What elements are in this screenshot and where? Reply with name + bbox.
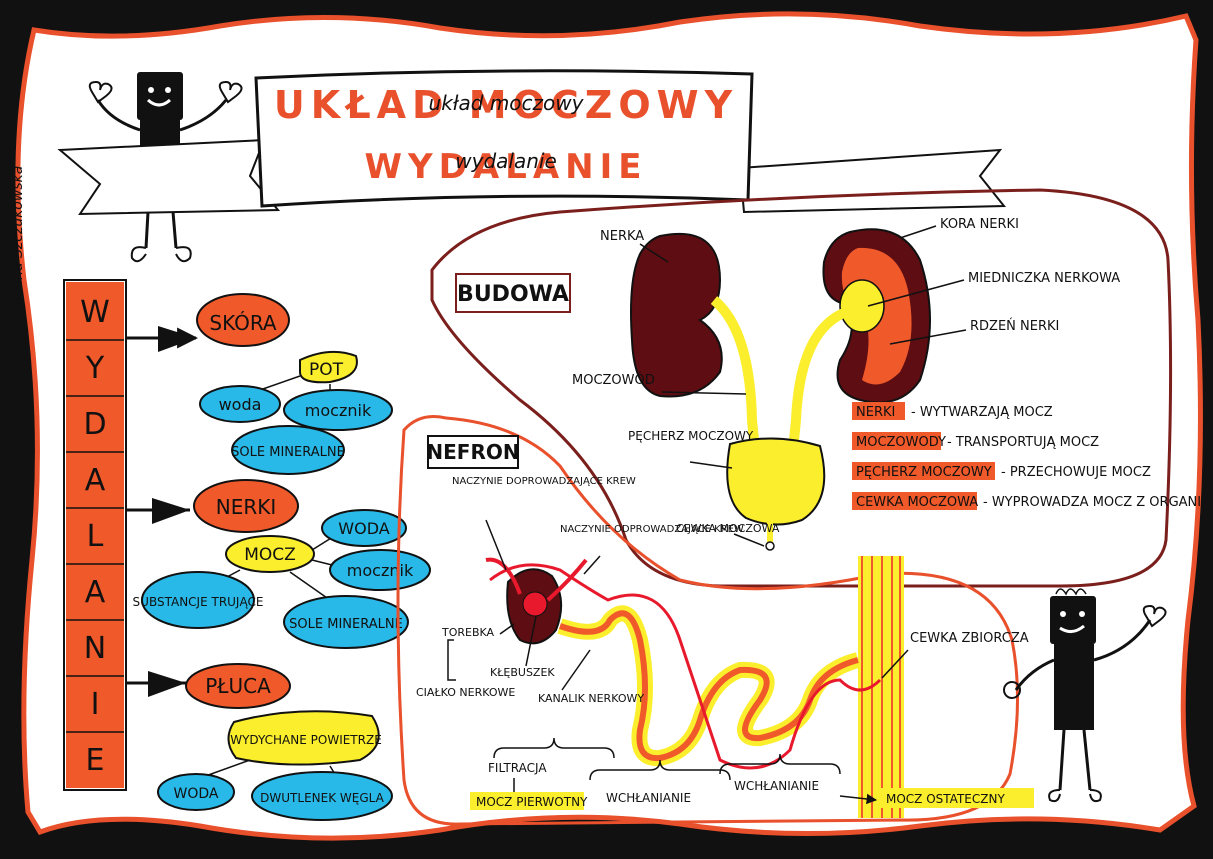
label-wchlanianie-1: WCHŁANIANIE	[606, 791, 691, 805]
organ-pluca-product: WYDYCHANE POWIETRZE	[230, 733, 382, 747]
label-pecherz: PĘCHERZ MOCZOWY	[628, 429, 754, 443]
organ-nerki-item-4: SOLE MINERALNE	[289, 617, 403, 632]
function-desc: - WYTWARZAJĄ MOCZ	[911, 405, 1053, 420]
organ-nerki-item-2: mocznik	[347, 561, 414, 580]
banner-letter: W	[80, 295, 110, 330]
side-banner: WYDALANIE	[64, 280, 126, 790]
budowa-heading: BUDOWA	[457, 282, 569, 307]
label-mocz-ostateczny: MOCZ OSTATECZNY	[886, 792, 1005, 806]
label-kora-nerki: KORA NERKI	[940, 217, 1019, 232]
organ-pluca-item-2: DWUTLENEK WĘGLA	[260, 791, 384, 805]
banner-letter: L	[87, 519, 104, 554]
label-cialko: CIAŁKO NERKOWE	[416, 686, 515, 699]
banner-letter: D	[83, 407, 106, 442]
banner-letter: A	[85, 463, 106, 498]
banner-letter: N	[84, 631, 106, 666]
label-wchlanianie-2: WCHŁANIANIE	[734, 779, 819, 793]
label-miedniczka: MIEDNICZKA NERKOWA	[968, 271, 1120, 286]
label-rdzen: RDZEŃ NERKI	[970, 318, 1059, 334]
title-small-2: wydalanie	[455, 149, 557, 173]
organ-skora-item-3: SOLE MINERALNE	[231, 445, 345, 460]
label-nerka: NERKA	[600, 229, 644, 244]
banner-letter: I	[91, 687, 100, 722]
title-small-1: układ moczowy	[429, 91, 585, 115]
function-term: PĘCHERZ MOCZOWY	[856, 465, 992, 480]
label-filtracja: FILTRACJA	[488, 761, 547, 775]
organ-skora-item-1: woda	[219, 395, 262, 414]
organ-skora-label: SKÓRA	[209, 311, 277, 335]
nefron-heading: NEFRON	[426, 440, 519, 464]
banner-letter: E	[86, 743, 105, 778]
function-desc: - WYPROWADZA MOCZ Z ORGANIZMU	[983, 495, 1213, 510]
label-kanalik: KANALIK NERKOWY	[538, 692, 644, 705]
organ-nerki-item-1: WODA	[338, 519, 389, 538]
function-desc: - TRANSPORTUJĄ MOCZ	[947, 435, 1099, 450]
label-cewka-zbiorcza: CEWKA ZBIORCZA	[910, 631, 1029, 646]
function-term: CEWKA MOCZOWA	[856, 495, 978, 510]
function-term: NERKI	[856, 405, 895, 420]
label-naczynie-odpr: NACZYNIE ODPROWADZAJĄCE KREW	[560, 524, 744, 535]
label-naczynie-dopr: NACZYNIE DOPROWADZAJĄCE KREW	[452, 476, 636, 487]
banner-letter: Y	[85, 351, 105, 386]
label-torebka: TOREBKA	[441, 626, 495, 639]
organ-pluca-item-1: WODA	[174, 786, 219, 802]
organ-nerki-item-3: SUBSTANCJE TRUJĄCE	[133, 595, 264, 609]
label-mocz-pierwotny: MOCZ PIERWOTNY	[476, 795, 588, 809]
label-klebuszek: KŁĘBUSZEK	[490, 666, 555, 679]
signature: Joanna Szczukowska	[10, 166, 26, 313]
organ-skora-item-2: mocznik	[305, 401, 372, 420]
banner-letter: A	[85, 575, 106, 610]
label-moczowod: MOCZOWÓD	[572, 372, 655, 388]
organ-pluca-label: PŁUCA	[205, 674, 271, 698]
function-desc: - PRZECHOWUJE MOCZ	[1001, 465, 1151, 480]
organ-nerki-product: MOCZ	[244, 545, 296, 565]
organ-skora-product: POT	[309, 360, 344, 380]
organ-nerki-label: NERKI	[216, 495, 277, 519]
function-term: MOCZOWODY	[856, 435, 946, 450]
